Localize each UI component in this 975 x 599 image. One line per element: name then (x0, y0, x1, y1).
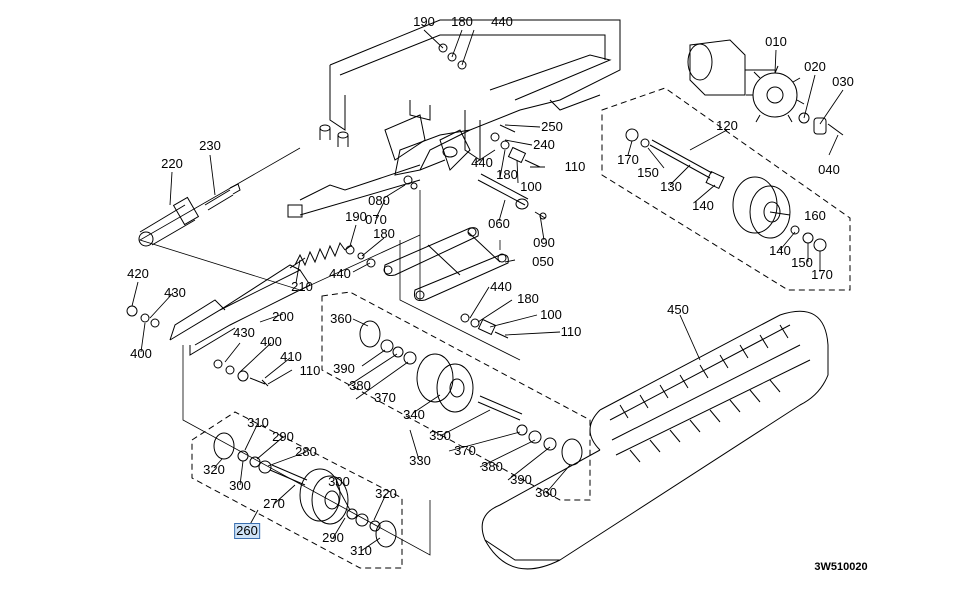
part-label-410[interactable]: 410 (280, 349, 302, 364)
part-label-140[interactable]: 140 (769, 243, 791, 258)
part-label-320[interactable]: 320 (375, 486, 397, 501)
part-label-360[interactable]: 360 (535, 485, 557, 500)
part-160-idler-wheel (733, 177, 826, 251)
part-label-030[interactable]: 030 (832, 74, 854, 89)
drawing-code: 3W510020 (814, 561, 868, 573)
part-260-idler (214, 433, 396, 547)
part-label-400[interactable]: 400 (130, 346, 152, 361)
part-label-050[interactable]: 050 (532, 254, 554, 269)
part-label-170[interactable]: 170 (617, 152, 639, 167)
part-label-440[interactable]: 440 (490, 279, 512, 294)
part-label-220[interactable]: 220 (161, 156, 183, 171)
part-label-200[interactable]: 200 (272, 309, 294, 324)
part-label-440[interactable]: 440 (491, 14, 513, 29)
part-label-370[interactable]: 370 (454, 443, 476, 458)
part-label-060[interactable]: 060 (488, 216, 510, 231)
part-050-plates (384, 228, 508, 301)
part-label-240[interactable]: 240 (533, 137, 555, 152)
part-label-180[interactable]: 180 (373, 226, 395, 241)
part-label-150[interactable]: 150 (791, 255, 813, 270)
part-450-track (482, 311, 828, 569)
small-hardware (127, 44, 546, 386)
part-label-140[interactable]: 140 (692, 198, 714, 213)
reference-lines (140, 148, 520, 555)
part-label-130[interactable]: 130 (660, 179, 682, 194)
part-label-430[interactable]: 430 (164, 285, 186, 300)
part-label-190[interactable]: 190 (413, 14, 435, 29)
part-label-400[interactable]: 400 (260, 334, 282, 349)
part-label-110[interactable]: 110 (299, 363, 321, 378)
part-label-350[interactable]: 350 (429, 428, 451, 443)
group-330-box (322, 292, 590, 500)
part-label-260-selected[interactable]: 260 (234, 523, 260, 539)
part-label-210[interactable]: 210 (291, 279, 313, 294)
part-label-270[interactable]: 270 (263, 496, 285, 511)
part-label-310[interactable]: 310 (247, 415, 269, 430)
part-label-440[interactable]: 440 (329, 266, 351, 281)
part-label-010[interactable]: 010 (765, 34, 787, 49)
part-label-320[interactable]: 320 (203, 462, 225, 477)
part-label-380[interactable]: 380 (349, 378, 371, 393)
part-220-rod (139, 197, 198, 246)
part-label-020[interactable]: 020 (804, 59, 826, 74)
part-label-040[interactable]: 040 (818, 162, 840, 177)
part-label-150[interactable]: 150 (637, 165, 659, 180)
part-label-420[interactable]: 420 (127, 266, 149, 281)
part-020-030-040-hardware (799, 113, 843, 135)
part-label-110[interactable]: 110 (564, 159, 586, 174)
part-label-190[interactable]: 190 (345, 209, 367, 224)
group-260-box (192, 412, 402, 568)
part-200-arm (170, 265, 310, 355)
group-120-box (602, 88, 850, 290)
part-label-180[interactable]: 180 (517, 291, 539, 306)
part-label-180[interactable]: 180 (496, 167, 518, 182)
leader-lines (132, 30, 843, 551)
part-label-440[interactable]: 440 (471, 155, 493, 170)
part-label-390[interactable]: 390 (510, 472, 532, 487)
part-label-450[interactable]: 450 (667, 302, 689, 317)
part-label-160[interactable]: 160 (804, 208, 826, 223)
part-label-230[interactable]: 230 (199, 138, 221, 153)
frame-chassis (288, 20, 620, 217)
part-label-070[interactable]: 070 (365, 212, 387, 227)
part-label-110[interactable]: 110 (560, 324, 582, 339)
part-label-370[interactable]: 370 (374, 390, 396, 405)
part-label-170[interactable]: 170 (811, 267, 833, 282)
part-label-290[interactable]: 290 (272, 429, 294, 444)
part-label-290[interactable]: 290 (322, 530, 344, 545)
part-label-120[interactable]: 120 (716, 118, 738, 133)
part-label-330[interactable]: 330 (409, 453, 431, 468)
part-label-380[interactable]: 380 (481, 459, 503, 474)
part-label-100[interactable]: 100 (540, 307, 562, 322)
part-010-motor-sprocket (688, 40, 804, 122)
part-label-300[interactable]: 300 (328, 474, 350, 489)
part-label-390[interactable]: 390 (333, 361, 355, 376)
part-label-080[interactable]: 080 (368, 193, 390, 208)
part-label-180[interactable]: 180 (451, 14, 473, 29)
part-label-100[interactable]: 100 (520, 179, 542, 194)
part-label-300[interactable]: 300 (229, 478, 251, 493)
part-label-360[interactable]: 360 (330, 311, 352, 326)
part-label-090[interactable]: 090 (533, 235, 555, 250)
part-label-430[interactable]: 430 (233, 325, 255, 340)
part-label-250[interactable]: 250 (541, 119, 563, 134)
part-230-bolt (205, 184, 240, 210)
part-label-310[interactable]: 310 (350, 543, 372, 558)
part-label-280[interactable]: 280 (295, 444, 317, 459)
part-label-340[interactable]: 340 (403, 407, 425, 422)
